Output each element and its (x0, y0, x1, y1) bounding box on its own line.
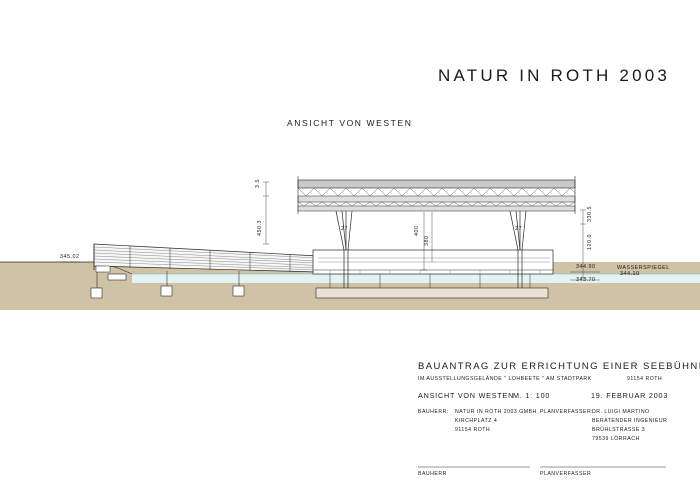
bauherr-label: BAUHERR: (418, 409, 449, 415)
planverfasser-line: BERATENDER INGENIEUR (592, 418, 668, 424)
water-surface (132, 274, 700, 283)
view-title: ANSICHT VON WESTEN (287, 118, 413, 128)
water-label: WASSERSPIEGEL (617, 265, 670, 271)
dim-small-b: 27 (515, 226, 522, 232)
planverfasser-line: BRÜHLSTRASSE 3 (592, 427, 646, 433)
foundations (90, 271, 245, 299)
sign-bauherr: BAUHERR (418, 471, 447, 477)
stage-railing (318, 257, 550, 263)
title-block-view: ANSICHT VON WESTEN (418, 391, 515, 400)
level-water-mid: 344.10 (620, 271, 640, 277)
title-block-city: 91154 ROTH (627, 376, 663, 382)
title-block-date: 19. FEBRUAR 2003 (591, 391, 669, 400)
level-left: 345.02 (60, 254, 80, 260)
bauherr-line: NATUR IN ROTH 2003 GMBH (455, 409, 537, 415)
bauherr-line: 91154 ROTH (455, 427, 491, 433)
bauherr-line: KIRCHPLATZ 4 (455, 418, 498, 424)
planverfasser-line: 79539 LÖRRACH (592, 436, 640, 442)
title-block-heading: BAUANTRAG ZUR ERRICHTUNG EINER SEEBÜHNE (418, 361, 700, 372)
level-water-top: 344.90 (576, 264, 596, 270)
sign-planverfasser: PLANVERFASSER (540, 471, 592, 477)
title-block-scale: M. 1: 100 (513, 391, 551, 400)
roof-truss (297, 176, 576, 214)
title-block-subtitle: IM AUSSTELLUNGSGELÄNDE " LOHBEETE " AM S… (418, 376, 592, 382)
planverfasser-label: PLANVERFASSER: (540, 409, 594, 415)
drawing-title: NATUR IN ROTH 2003 (438, 66, 671, 85)
planverfasser-line: DR. LUIGI MARTINO (592, 409, 650, 415)
columns (335, 210, 527, 288)
dim-small-a: 27 (341, 226, 348, 232)
level-base: 343.70 (576, 277, 596, 283)
dimension-lines (60, 181, 640, 281)
